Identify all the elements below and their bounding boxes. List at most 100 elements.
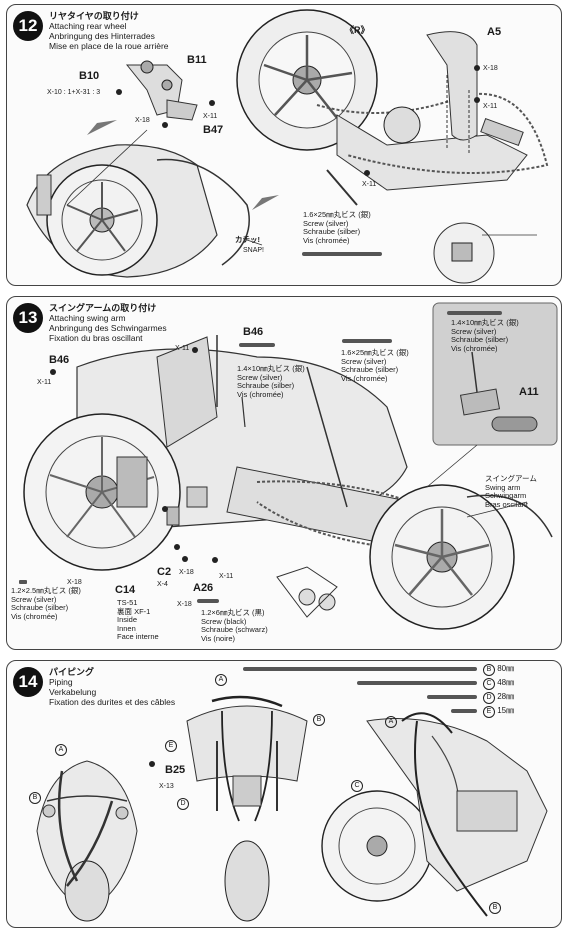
pipe-callout-d: D bbox=[177, 797, 189, 810]
title-fr: Fixation des durites et des câbles bbox=[49, 697, 176, 707]
pipe-length: 15㎜ bbox=[497, 706, 515, 715]
pipe-length: 48㎜ bbox=[497, 678, 515, 687]
pipe-b-legend: B 80㎜ bbox=[483, 663, 514, 676]
part-label-x11-right: X-11 bbox=[483, 103, 498, 110]
pipe-callout-b-right: B bbox=[489, 901, 501, 914]
part-label-x13: X-13 bbox=[159, 783, 174, 790]
part-label-x18-b: X-18 bbox=[179, 569, 194, 576]
part-label-b10: B10 bbox=[79, 70, 100, 82]
pipe-letter: C bbox=[483, 678, 495, 690]
part-label-a11: A11 bbox=[519, 386, 539, 398]
part-label-r: 《R》 bbox=[345, 25, 370, 35]
step-number-badge: 14 bbox=[13, 667, 43, 697]
pipe-letter: E bbox=[483, 706, 495, 718]
step-12-panel: 12 リヤタイヤの取り付け Attaching rear wheel Anbri… bbox=[6, 4, 562, 286]
part-label-x11-top: X-11 bbox=[175, 345, 190, 352]
callout-letter: E bbox=[165, 740, 177, 752]
screw-size: 1.4×10㎜丸ビス (銀) bbox=[451, 318, 519, 327]
part-label-b46-top: B46 bbox=[243, 326, 264, 338]
step-number: 14 bbox=[18, 672, 38, 691]
screw-spec: 1.6×25㎜丸ビス (銀) Screw (silver) Schraube (… bbox=[303, 210, 371, 245]
pipe-callout-b-mid: B bbox=[313, 713, 325, 726]
screw-size: 1.4×10㎜丸ビス (銀) bbox=[237, 364, 305, 373]
title-en: Attaching rear wheel bbox=[49, 21, 127, 31]
snap-jp: カチッ! bbox=[235, 235, 260, 244]
title-fr: Fixation du bras oscillant bbox=[49, 333, 143, 343]
step-titles: スイングアームの取り付け Attaching swing arm Anbring… bbox=[49, 303, 167, 343]
screw-fr: Vis (chromée) bbox=[303, 235, 350, 245]
title-de: Verkabelung bbox=[49, 687, 97, 697]
screw-de: Schraube (silber) bbox=[303, 227, 361, 236]
title-de: Anbringung des Schwingarmes bbox=[49, 323, 167, 333]
part-label-x18-a: X-18 bbox=[67, 579, 82, 586]
pipe-length: 28㎜ bbox=[497, 692, 515, 701]
title-jp: パイピング bbox=[49, 667, 95, 677]
step-titles: リヤタイヤの取り付け Attaching rear wheel Anbringu… bbox=[49, 11, 169, 51]
piping-illustration bbox=[36, 667, 548, 922]
swing-arm-illustration bbox=[19, 302, 558, 630]
paint-face: Face interne bbox=[117, 632, 159, 641]
pipe-callout-e: E bbox=[165, 739, 177, 752]
title-jp: リヤタイヤの取り付け bbox=[49, 11, 139, 21]
paint-ts51: TS-51 bbox=[117, 598, 138, 607]
screw-de: Schraube (silber) bbox=[11, 603, 69, 612]
screw-en: Screw (silver) bbox=[303, 218, 349, 228]
part-label-c2: C2 bbox=[157, 566, 172, 578]
step-number: 13 bbox=[18, 308, 38, 327]
callout-letter: D bbox=[177, 798, 189, 810]
screw-spec-b: 1.6×25㎜丸ビス (銀) Screw (silver) Schraube (… bbox=[341, 348, 409, 383]
swingarm-label: スイングアーム Swing arm Schwingarm Bras oscila… bbox=[485, 474, 537, 509]
part-label-x18: X-18 bbox=[135, 117, 150, 124]
screw-en: Screw (silver) bbox=[341, 356, 387, 366]
screw-de: Schraube (silber) bbox=[341, 365, 399, 374]
part-label-b47: B47 bbox=[203, 124, 224, 136]
screw-fr: Vis (chromée) bbox=[341, 373, 388, 383]
pipe-callout-a-left: A bbox=[55, 743, 67, 756]
title-en: Attaching swing arm bbox=[49, 313, 126, 323]
part-label-a5: A5 bbox=[487, 26, 502, 38]
rear-wheel-illustration bbox=[26, 9, 549, 284]
part-label-x11-lower: X-11 bbox=[362, 181, 377, 188]
part-label-a26: A26 bbox=[193, 582, 214, 594]
part-label-c14: C14 bbox=[115, 584, 136, 596]
part-label-x18-right: X-18 bbox=[483, 65, 498, 72]
screw-de: Schraube (silber) bbox=[237, 381, 295, 390]
screw-en: Screw (black) bbox=[201, 616, 247, 626]
title-jp: スイングアームの取り付け bbox=[49, 303, 157, 313]
part-label-x18-c: X-18 bbox=[177, 601, 192, 608]
screw-spec-a: 1.4×10㎜丸ビス (銀) Screw (silver) Schraube (… bbox=[237, 364, 305, 399]
part-label-x11: X-11 bbox=[203, 113, 218, 120]
step-14-panel: 14 パイピング Piping Verkabelung Fixation des… bbox=[6, 660, 562, 928]
paint-inside: Inside bbox=[117, 615, 138, 624]
pipe-callout-a-right: A bbox=[385, 715, 397, 728]
screw-fr: Vis (chromée) bbox=[451, 343, 498, 353]
screw-fr: Vis (noire) bbox=[201, 633, 236, 643]
screw-size: 1.6×25㎜丸ビス (銀) bbox=[303, 210, 371, 219]
swingarm-en: Swing arm bbox=[485, 482, 521, 492]
pipe-callout-b-left: B bbox=[29, 791, 41, 804]
part-label-b11: B11 bbox=[187, 54, 207, 66]
step-number-badge: 12 bbox=[13, 11, 43, 41]
snap-en: SNAP! bbox=[243, 247, 265, 254]
screw-de: Schraube (silber) bbox=[451, 335, 509, 344]
screw-en: Screw (silver) bbox=[451, 326, 497, 336]
step-titles: パイピング Piping Verkabelung Fixation des du… bbox=[49, 667, 175, 707]
screw-fr: Vis (chromée) bbox=[11, 611, 58, 621]
screw-fr: Vis (chromée) bbox=[237, 389, 284, 399]
part-label-x11-bottom: X-11 bbox=[219, 573, 234, 580]
part-label-x11-left: X-11 bbox=[37, 379, 52, 386]
paint-innen: Innen bbox=[117, 623, 136, 633]
callout-letter: B bbox=[489, 902, 501, 914]
callout-letter: A bbox=[385, 716, 397, 728]
screw-en: Screw (silver) bbox=[237, 372, 283, 382]
pipe-callout-a-mid: A bbox=[215, 673, 227, 686]
pipe-letter: D bbox=[483, 692, 495, 704]
part-label-x10: X-10 : 1+X-31 : 3 bbox=[47, 89, 101, 96]
screw-size: 1.6×25㎜丸ビス (銀) bbox=[341, 348, 409, 357]
paint-instructions: TS-51 裏面 XF-1 Inside Innen Face interne bbox=[117, 598, 159, 642]
screw-en: Screw (silver) bbox=[11, 594, 57, 604]
callout-letter: A bbox=[55, 744, 67, 756]
screw-size: 1.2×6㎜丸ビス (黒) bbox=[201, 608, 265, 617]
screw-spec-c: 1.4×10㎜丸ビス (銀) Screw (silver) Schraube (… bbox=[451, 318, 519, 353]
part-label-b46-left: B46 bbox=[49, 354, 70, 366]
